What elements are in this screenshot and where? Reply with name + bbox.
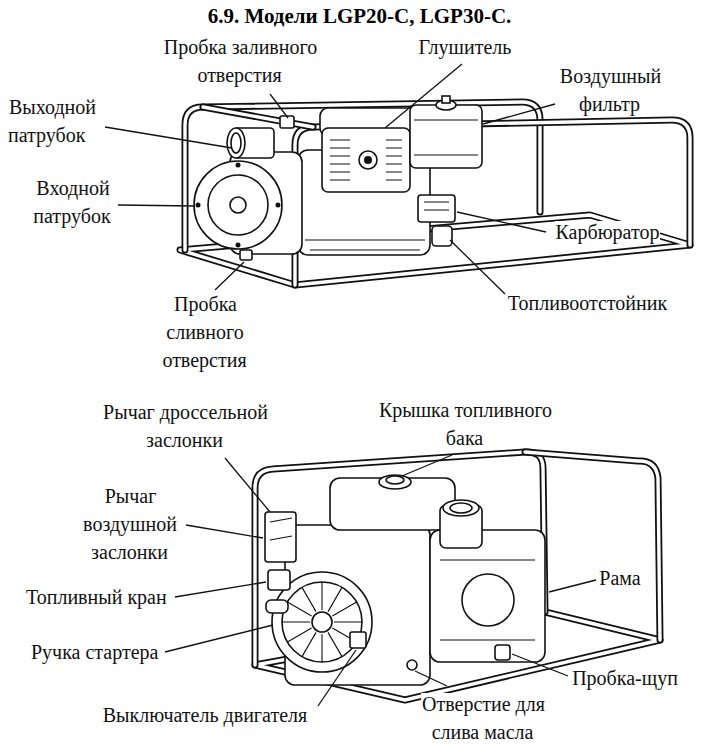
figure-title: 6.9. Модели LGP20-C, LGP30-C. (208, 4, 512, 28)
part-label: Пробка заливного отверстия (163, 36, 317, 86)
part-label: Отверстие для слива масла (421, 693, 545, 743)
leader-lines-bottom (165, 455, 596, 706)
part-label: Пробка-щуп (571, 667, 679, 689)
part-label-block: Рама (585, 564, 655, 592)
part-label-block: Топливоотстойник (465, 289, 710, 317)
part-label-block: Пробка заливного отверстия (140, 33, 340, 89)
part-label: Карбюратор (555, 221, 661, 243)
part-label-block: Ручка стартера (30, 638, 250, 666)
part-label-block: Глушитель (410, 33, 520, 61)
part-label: Выключатель двигателя (102, 704, 308, 726)
part-label-block: Рычаг воздушной заслонки (65, 482, 195, 566)
part-label-block: Пробка сливного отверстия (140, 290, 270, 374)
part-label: Ручка стартера (30, 641, 159, 663)
part-label-block: Отверстие для слива масла (398, 690, 568, 746)
part-label-block: Рычаг дроссельной заслонки (85, 398, 285, 454)
part-label-block: Пробка-щуп (550, 664, 700, 692)
part-label: Рычаг воздушной заслонки (83, 485, 177, 563)
bottom-pump (255, 452, 660, 700)
part-label: Рычаг дроссельной заслонки (102, 401, 268, 451)
part-label: Глушитель (418, 36, 513, 58)
part-label-block: Входной патрубок (10, 174, 135, 230)
part-label: Пробка сливного отверстия (162, 293, 247, 371)
leader-lines-top (105, 64, 555, 294)
part-label-block: Топливный кран (25, 583, 240, 611)
part-label-block: Выключатель двигателя (50, 701, 360, 729)
part-label: Крышка топливного бака (378, 399, 552, 449)
part-label: Топливоотстойник (507, 292, 668, 314)
part-label: Топливный кран (25, 586, 168, 608)
part-label: Рама (598, 567, 641, 589)
part-label: Выходной патрубок (8, 96, 96, 146)
top-pump (180, 96, 690, 285)
part-label: Воздушный фильтр (559, 65, 661, 115)
title-block: 6.9. Модели LGP20-C, LGP30-C. (0, 2, 719, 30)
part-label-block: Крышка топливного бака (360, 396, 570, 452)
part-label-block: Воздушный фильтр (530, 62, 690, 118)
part-label: Входной патрубок (33, 177, 111, 227)
part-label-block: Карбюратор (525, 218, 690, 246)
part-label-block: Выходной патрубок (8, 93, 143, 149)
